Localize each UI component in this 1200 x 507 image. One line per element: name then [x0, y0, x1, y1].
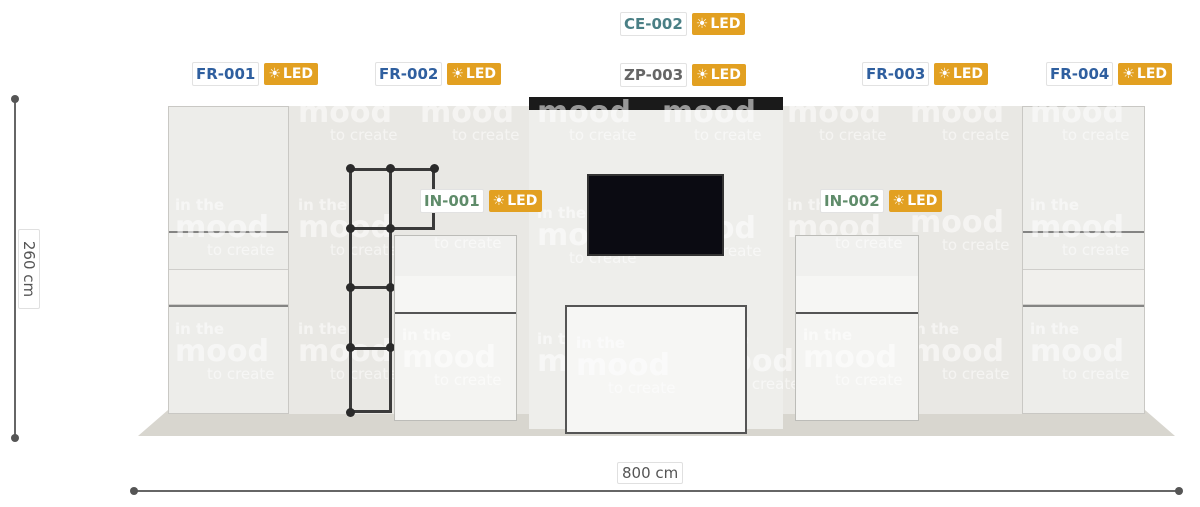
counter-in002: [795, 235, 919, 421]
watermark: to create: [434, 234, 502, 252]
label-code: FR-001: [192, 62, 260, 86]
label-code: FR-004: [1046, 62, 1114, 86]
sun-icon: ☀: [695, 16, 709, 32]
sun-icon: ☀: [268, 66, 281, 82]
counter-in001: [394, 235, 517, 421]
label-fr003[interactable]: FR-003 ☀LED: [862, 62, 989, 86]
label-code: FR-003: [862, 62, 930, 86]
tv-screen: [587, 174, 724, 256]
label-code: CE-002: [620, 12, 687, 36]
label-fr004[interactable]: FR-004 ☀LED: [1046, 62, 1173, 86]
tower-fr004: [1022, 106, 1145, 414]
sun-icon: ☀: [696, 67, 709, 83]
width-dimension-label: 800 cm: [617, 462, 684, 484]
led-badge: ☀LED: [888, 190, 943, 212]
label-zp003[interactable]: ZP-003 ☀LED: [620, 63, 746, 87]
watermark: to create: [835, 234, 903, 252]
tower-fr001: [168, 106, 289, 414]
width-dimension-end-dot: [1175, 487, 1183, 495]
label-fr001[interactable]: FR-001 ☀LED: [192, 62, 319, 86]
sun-icon: ☀: [451, 66, 464, 82]
width-dimension-start-dot: [130, 487, 138, 495]
width-dimension-line: [133, 490, 1180, 492]
sun-icon: ☀: [892, 193, 906, 209]
led-badge: ☀LED: [692, 64, 746, 86]
led-badge: ☀LED: [934, 63, 989, 85]
label-ce002[interactable]: CE-002 ☀LED: [620, 12, 746, 36]
label-fr002[interactable]: FR-002 ☀LED: [375, 62, 502, 86]
center-wall-header-bar: [529, 97, 783, 110]
reception-counter: [565, 305, 747, 434]
led-badge: ☀LED: [264, 63, 319, 85]
label-code: IN-002: [820, 189, 884, 213]
height-dimension-end-dot: [11, 434, 19, 442]
sun-icon: ☀: [938, 66, 951, 82]
label-code: IN-001: [420, 189, 484, 213]
led-badge: ☀LED: [488, 190, 543, 212]
label-in002[interactable]: IN-002 ☀LED: [820, 189, 943, 213]
led-badge: ☀LED: [447, 63, 502, 85]
height-dimension-line: [14, 98, 16, 438]
height-dimension-start-dot: [11, 95, 19, 103]
label-code: FR-002: [375, 62, 443, 86]
sun-icon: ☀: [492, 193, 506, 209]
label-in001[interactable]: IN-001 ☀LED: [420, 189, 543, 213]
label-code: ZP-003: [620, 63, 688, 87]
led-badge: ☀LED: [691, 13, 746, 35]
led-badge: ☀LED: [1118, 63, 1173, 85]
sun-icon: ☀: [1122, 66, 1135, 82]
